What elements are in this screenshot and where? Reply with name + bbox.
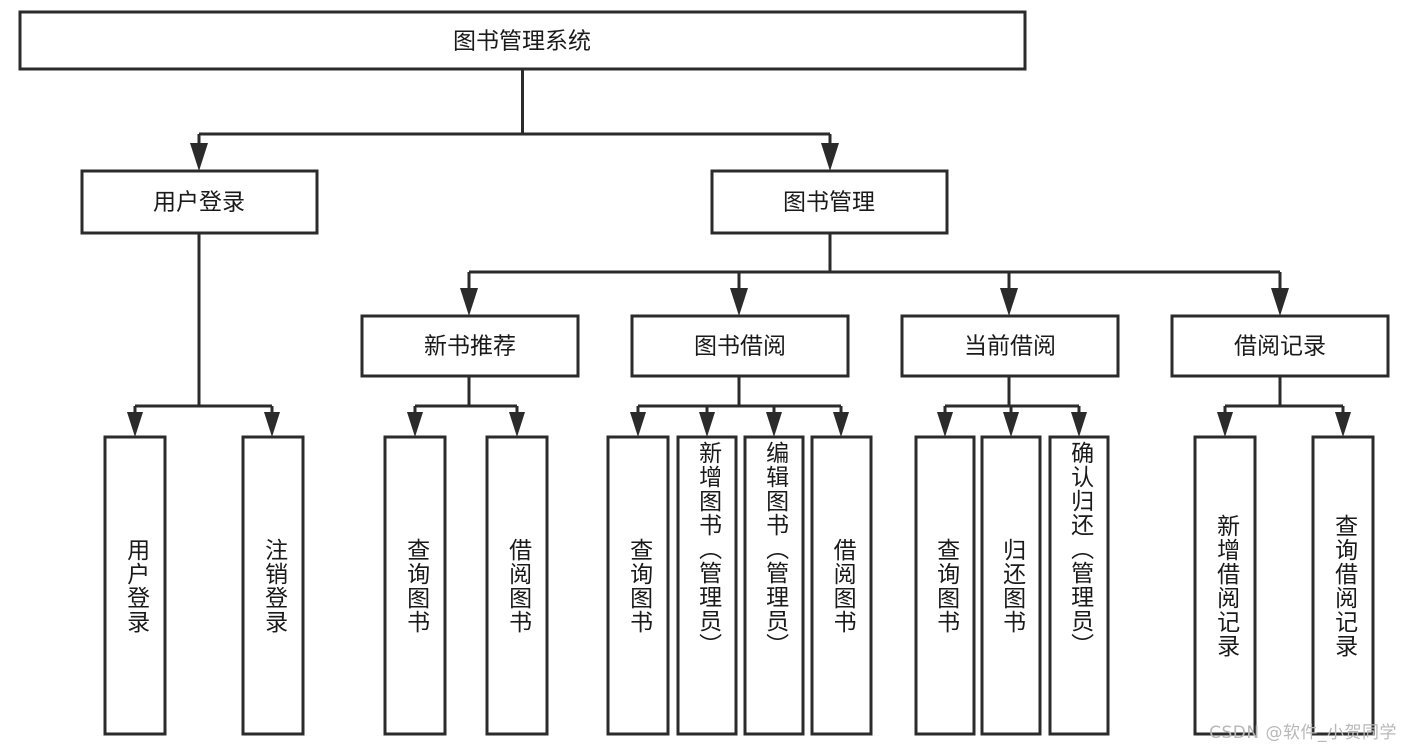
node-root-label: 图书管理系统 xyxy=(453,29,591,55)
node-book-borrow-box[interactable] xyxy=(630,314,850,378)
node-leaf-query-book-2-box[interactable] xyxy=(606,435,670,736)
node-user-login-box[interactable] xyxy=(80,169,319,235)
arrow-head-bookborrow xyxy=(730,288,748,316)
arrow-head-borrowrecord xyxy=(1271,288,1289,316)
connector-group-bookborrow-leaves xyxy=(630,376,849,437)
node-new-book-rec[interactable]: 新书推荐 xyxy=(360,314,580,378)
node-user-login-label: 用户登录 xyxy=(153,190,245,216)
node-leaf-user-login-box[interactable] xyxy=(103,435,167,736)
arrow-head-leaf-query-book-1 xyxy=(407,412,423,437)
node-leaf-query-record-box[interactable] xyxy=(1311,435,1375,736)
arrow-head-leaf-confirm-return xyxy=(1071,412,1087,437)
node-borrow-record[interactable]: 借阅记录 xyxy=(1170,314,1390,378)
arrow-head-leaf-edit-book xyxy=(766,412,782,437)
arrow-head-userlogin xyxy=(190,143,208,171)
arrow-head-leaf-add-book xyxy=(699,412,715,437)
node-current-borrow-box[interactable] xyxy=(900,314,1120,378)
arrow-head-leaf-add-record xyxy=(1217,412,1233,437)
connector-group-root xyxy=(190,69,839,171)
node-current-borrow-label: 当前借阅 xyxy=(964,334,1056,360)
node-leaf-add-record-box[interactable] xyxy=(1193,435,1257,736)
node-leaf-return-book-box[interactable] xyxy=(980,435,1042,736)
node-leaf-logout-box[interactable] xyxy=(241,435,305,736)
node-current-borrow[interactable]: 当前借阅 xyxy=(900,314,1120,378)
arrow-head-leaf-user-login xyxy=(127,412,143,437)
node-user-login[interactable]: 用户登录 xyxy=(80,169,319,235)
node-book-borrow-label: 图书借阅 xyxy=(694,334,786,360)
node-book-manage[interactable]: 图书管理 xyxy=(710,169,949,235)
node-borrow-record-box[interactable] xyxy=(1170,314,1390,378)
node-leaf-query-book-1-box[interactable] xyxy=(383,435,447,736)
node-root-box[interactable] xyxy=(18,10,1027,71)
connector-group-userlogin-leaves xyxy=(127,233,280,437)
node-leaf-borrow-book-2-box[interactable] xyxy=(810,435,873,736)
node-book-manage-label: 图书管理 xyxy=(783,190,875,216)
node-root[interactable]: 图书管理系统 xyxy=(18,10,1027,71)
node-leaf-edit-book-box[interactable] xyxy=(743,435,805,736)
node-borrow-record-label: 借阅记录 xyxy=(1234,334,1326,360)
arrow-head-leaf-query-book-2 xyxy=(630,412,646,437)
connector-group-newbook-leaves xyxy=(407,376,525,437)
node-new-book-rec-box[interactable] xyxy=(360,314,580,378)
connector-group-borrowrecord-leaves xyxy=(1217,376,1351,437)
arrow-head-leaf-logout xyxy=(264,412,280,437)
node-book-manage-box[interactable] xyxy=(710,169,949,235)
node-leaf-query-book-3-box[interactable] xyxy=(914,435,976,736)
arrow-head-leaf-borrow-book-1 xyxy=(509,412,525,437)
node-leaf-confirm-return-box[interactable] xyxy=(1048,435,1110,736)
connector-group-bookmanage xyxy=(460,233,1289,316)
leaf-boxes xyxy=(103,435,1375,736)
arrow-head-bookmanage xyxy=(821,143,839,171)
arrow-head-newbook xyxy=(460,288,478,316)
arrow-head-leaf-query-record xyxy=(1335,412,1351,437)
connector-group-currentborrow-leaves xyxy=(937,376,1087,437)
node-leaf-add-book-box[interactable] xyxy=(676,435,738,736)
csdn-watermark: CSDN @软件_小贺同学 xyxy=(1209,723,1397,743)
arrow-head-leaf-borrow-book-2 xyxy=(833,412,849,437)
node-book-borrow[interactable]: 图书借阅 xyxy=(630,314,850,378)
node-new-book-rec-label: 新书推荐 xyxy=(424,334,516,360)
arrow-head-leaf-query-book-3 xyxy=(937,412,953,437)
arrow-head-leaf-return-book xyxy=(1003,412,1019,437)
node-leaf-borrow-book-1-box[interactable] xyxy=(485,435,549,736)
arrow-head-currentborrow xyxy=(1000,288,1018,316)
